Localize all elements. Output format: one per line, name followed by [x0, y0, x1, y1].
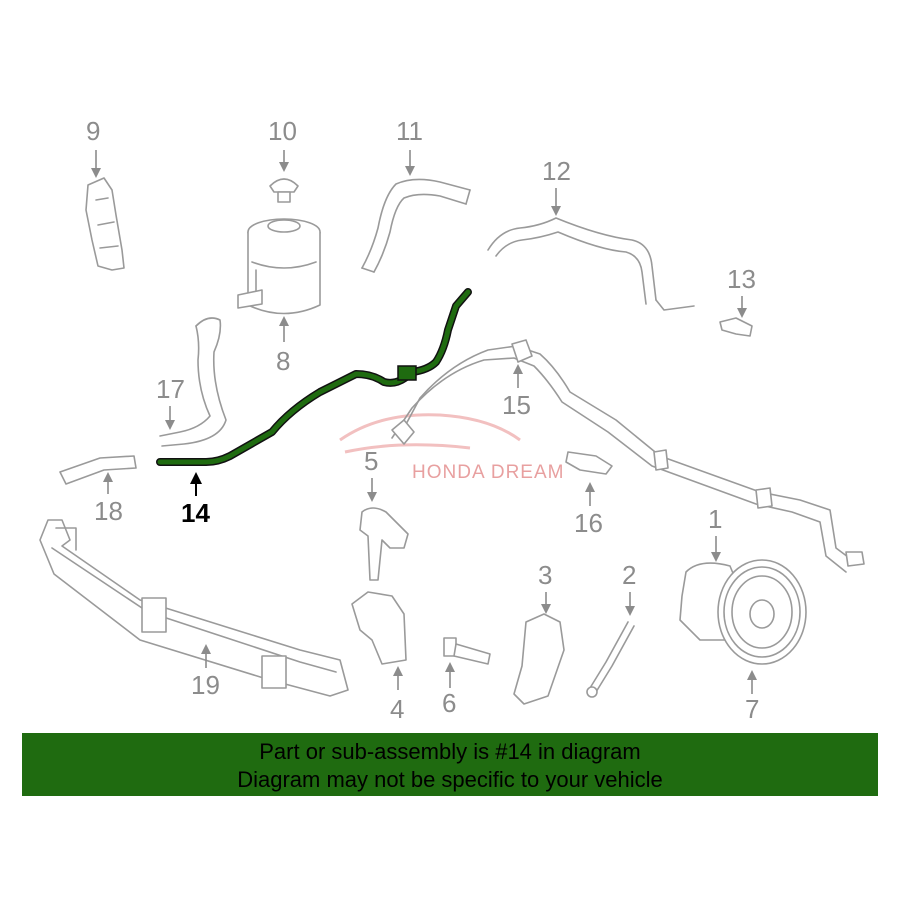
part-9-bracket [85, 177, 125, 271]
callout-12: 12 [542, 156, 571, 186]
callout-15: 15 [502, 390, 531, 420]
callout-14: 14 [181, 498, 210, 528]
callout-1: 1 [708, 504, 722, 534]
part-info-banner: Part or sub-assembly is #14 in diagram D… [22, 733, 878, 796]
callout-9: 9 [86, 116, 100, 146]
part-2-rod [586, 621, 635, 698]
part-18-hose [59, 455, 137, 485]
callout-arrows [91, 150, 757, 694]
callout-6: 6 [442, 688, 456, 718]
part-17-hose [159, 317, 227, 447]
callout-7: 7 [745, 694, 759, 724]
callout-17: 17 [156, 374, 185, 404]
part-19-cooler [39, 519, 349, 697]
part-8-reservoir [237, 218, 321, 315]
banner-line-1: Part or sub-assembly is #14 in diagram [259, 739, 641, 764]
callout-8: 8 [276, 346, 290, 376]
callout-2: 2 [622, 560, 636, 590]
callout-11: 11 [396, 116, 423, 146]
callout-16: 16 [574, 508, 603, 538]
watermark-logo: HONDA DREAM [339, 413, 564, 483]
callout-labels: 9 10 11 12 13 8 17 15 5 18 14 16 1 3 2 1… [86, 116, 759, 724]
part-14-pipe [156, 288, 472, 466]
callout-18: 18 [94, 496, 123, 526]
watermark-text: HONDA DREAM [412, 462, 564, 483]
part-7-pulley [717, 559, 807, 665]
callout-5: 5 [364, 446, 378, 476]
callout-13: 13 [727, 264, 756, 294]
callout-19: 19 [191, 670, 220, 700]
part-12-hose [487, 217, 695, 311]
part-6-bolt [443, 637, 491, 665]
part-4-bracket [351, 591, 407, 665]
callout-4: 4 [390, 694, 404, 724]
banner-line-2: Diagram may not be specific to your vehi… [237, 767, 663, 792]
part-16-sensor [565, 451, 613, 475]
part-11-hose [361, 178, 471, 273]
part-3-bracket [513, 613, 565, 705]
part-13-fitting [719, 317, 753, 337]
callout-10: 10 [268, 116, 297, 146]
part-15-hose-assembly [391, 339, 865, 573]
part-10-cap [269, 178, 299, 203]
part-5-bracket [359, 507, 409, 581]
callout-3: 3 [538, 560, 552, 590]
